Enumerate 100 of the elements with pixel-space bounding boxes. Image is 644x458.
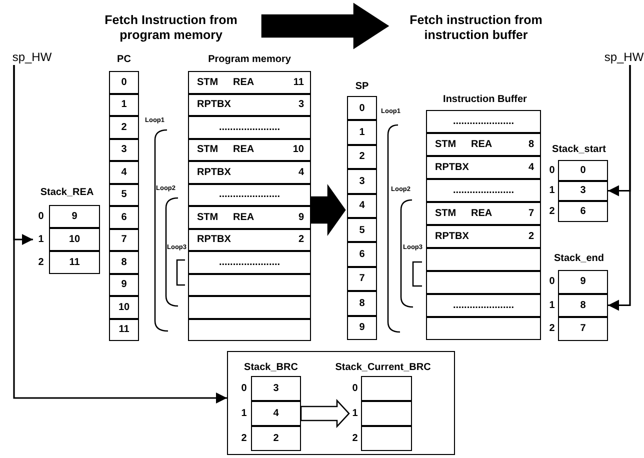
operand-value: 4 <box>298 166 304 178</box>
register-label: sp_HW <box>604 49 644 65</box>
index-number: 2 <box>351 432 359 446</box>
register-name: REA <box>233 144 254 156</box>
buffer-row <box>426 271 541 294</box>
register-name: REA <box>233 212 254 223</box>
operand-value: 2 <box>298 234 304 246</box>
column-heading: Stack_REA <box>39 186 95 200</box>
memory-row <box>188 274 311 296</box>
column-heading: Stack_Current_BRC <box>334 361 432 375</box>
memory-row <box>188 161 311 184</box>
stack-cell: 10 <box>49 228 100 251</box>
index-number: 0 <box>548 164 556 178</box>
buffer-row: ...................... <box>426 179 541 202</box>
stack-cell: 3 <box>251 376 301 401</box>
register-name: REA <box>233 76 254 88</box>
mnemonic: RPTBX <box>435 231 469 242</box>
mnemonic: STM <box>197 76 218 88</box>
stack-cell: 8 <box>558 294 608 317</box>
address-cell: 10 <box>109 296 139 318</box>
mnemonic: RPTBX <box>435 162 469 173</box>
address-cell: 3 <box>109 138 139 161</box>
mnemonic: RPTBX <box>197 234 231 246</box>
index-number: 1 <box>351 406 359 420</box>
memory-row <box>188 138 311 161</box>
buffer-row <box>426 317 541 340</box>
address-cell: 7 <box>109 228 139 251</box>
connector-arrow <box>13 65 227 404</box>
memory-row: ...................... <box>188 116 311 138</box>
index-number: 1 <box>240 406 248 420</box>
stack-cell: 9 <box>49 205 100 228</box>
index-number: 2 <box>548 204 556 219</box>
register-name: REA <box>471 139 492 150</box>
address-cell: 5 <box>109 184 139 206</box>
index-number: 0 <box>351 382 359 396</box>
memory-row <box>188 296 311 318</box>
stack-pointer-cell: 9 <box>347 316 377 340</box>
register-name: REA <box>471 208 492 219</box>
memory-row: ...................... <box>188 251 311 274</box>
stack-pointer-cell: 2 <box>347 144 377 170</box>
operand-value: 8 <box>528 139 534 150</box>
address-cell: 6 <box>109 206 139 228</box>
stack-pointer-cell: 7 <box>347 266 377 292</box>
column-heading: Instruction Buffer <box>442 93 528 107</box>
mnemonic: RPTBX <box>197 99 231 110</box>
operand-value: 9 <box>298 212 304 223</box>
index-number: 0 <box>37 210 45 224</box>
stack-pointer-cell: 5 <box>347 218 377 242</box>
index-number: 2 <box>548 322 556 336</box>
operand-value: 10 <box>292 144 304 156</box>
address-cell: 0 <box>109 71 139 94</box>
index-number: 0 <box>240 382 248 396</box>
stack-pointer-cell: 0 <box>347 96 377 120</box>
stack-cell: 0 <box>558 160 608 180</box>
mnemonic: STM <box>435 208 456 219</box>
memory-row: ...................... <box>188 184 311 206</box>
column-heading: Stack_BRC <box>243 361 299 375</box>
address-cell: 4 <box>109 161 139 184</box>
buffer-row <box>426 156 541 179</box>
operand-value: 2 <box>528 231 534 242</box>
address-cell: 8 <box>109 251 139 274</box>
memory-row <box>188 94 311 116</box>
operand-value: 7 <box>528 208 534 219</box>
mnemonic: STM <box>197 144 218 156</box>
column-heading: PC <box>116 53 132 67</box>
block-arrow <box>261 2 390 50</box>
operand-value: 11 <box>293 76 304 88</box>
mnemonic: STM <box>197 212 218 223</box>
index-number: 1 <box>548 184 556 198</box>
stack-pointer-cell: 6 <box>347 242 377 267</box>
stack-cell: 11 <box>49 251 100 274</box>
stack-pointer-cell: 3 <box>347 169 377 194</box>
column-heading: Stack_end <box>552 252 606 266</box>
memory-row <box>188 228 311 251</box>
connector-arrow <box>608 65 631 311</box>
index-number: 2 <box>240 432 248 446</box>
buffer-row <box>426 248 541 271</box>
column-heading: SP <box>354 80 370 94</box>
index-number: 0 <box>548 275 556 290</box>
address-cell: 2 <box>109 116 139 138</box>
block-arrow <box>300 398 350 428</box>
address-cell: 9 <box>109 274 139 296</box>
stack-cell: 2 <box>251 426 301 451</box>
section-heading: Fetch Instruction from program memory <box>80 8 262 48</box>
operand-value: 3 <box>298 99 304 110</box>
memory-row <box>188 206 311 228</box>
column-heading: Program memory <box>207 53 292 67</box>
column-heading: Stack_start <box>551 143 607 157</box>
stack-cell: 7 <box>558 317 608 340</box>
buffer-row <box>426 202 541 225</box>
buffer-row <box>426 133 541 156</box>
stack-cell: 4 <box>251 401 301 426</box>
stack-pointer-cell: 1 <box>347 120 377 145</box>
memory-row <box>188 318 311 341</box>
section-heading: Fetch instruction from instruction buffer <box>388 8 564 48</box>
buffer-row <box>426 225 541 248</box>
index-number: 2 <box>37 256 45 270</box>
stack-cell: 3 <box>558 180 608 201</box>
address-cell: 1 <box>109 94 139 116</box>
index-number: 1 <box>37 233 45 247</box>
